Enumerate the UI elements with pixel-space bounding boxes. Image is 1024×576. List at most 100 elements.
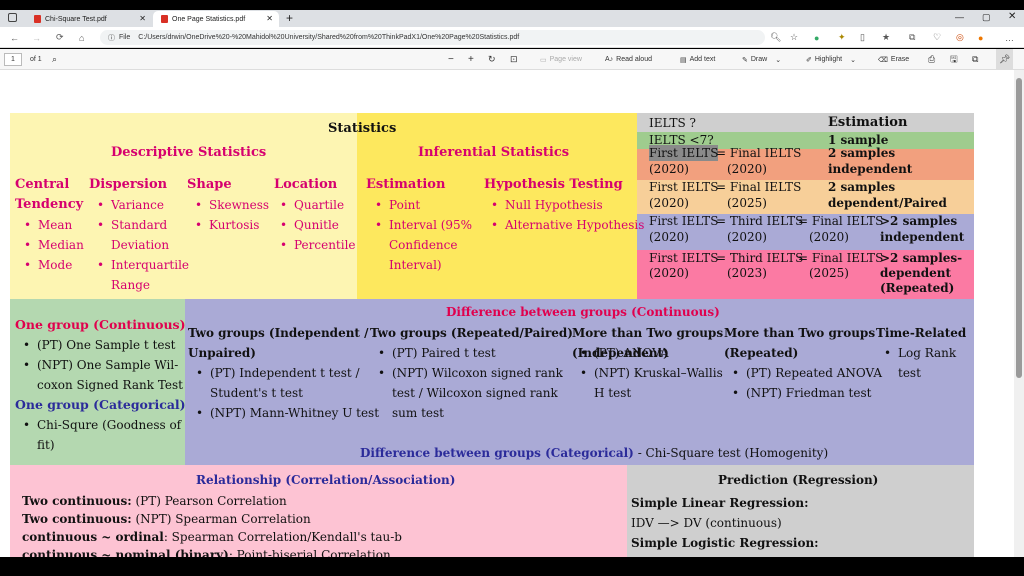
dispersion-item: Range <box>111 275 150 295</box>
file-label: File <box>119 34 131 41</box>
zoom-icon[interactable]: 🔍︎ <box>770 32 782 42</box>
save-icon[interactable]: 🖫︎ <box>950 53 958 64</box>
print-icon[interactable]: ⎙ <box>928 54 936 64</box>
bullet-icon: • <box>24 258 32 272</box>
more-independent-heading-2: (Independent) <box>572 346 669 360</box>
ielts-row-2-final-year: (2020) <box>727 162 767 176</box>
two-independent-item: •(PT) Independent t test / <box>196 363 360 383</box>
draw-label: Draw <box>750 56 768 63</box>
chevron-down-icon: ⌄ <box>775 56 782 64</box>
relationship-row-label: Two continuous: <box>22 494 132 508</box>
tab-title: One Page Statistics.pdf <box>172 15 246 23</box>
dispersion-text: Interquartile <box>111 258 190 272</box>
dispersion-item: • Variance <box>97 195 164 215</box>
maximize-button[interactable]: ▢ <box>982 12 991 22</box>
add-text-button[interactable]: ▤Add text <box>680 49 715 70</box>
save-as-icon[interactable]: ⧉ <box>972 54 979 64</box>
location-heading: Location <box>274 177 338 192</box>
relationship-block <box>10 465 627 557</box>
location-item: •Qunitle <box>280 215 339 235</box>
tab-one-page-statistics[interactable]: One Page Statistics.pdf ✕ <box>153 11 279 27</box>
dispersion-text: Variance <box>111 198 164 212</box>
browser-essentials-icon[interactable]: ♡ <box>933 32 942 42</box>
split-screen-icon[interactable]: ▯ <box>860 32 865 42</box>
window-menu-icon[interactable] <box>8 13 17 22</box>
zoom-in-icon[interactable]: + <box>468 54 474 65</box>
dispersion-item: •Interquartile <box>97 255 190 275</box>
erase-button[interactable]: ⌫Erase <box>878 49 909 70</box>
relationship-row-text: (PT) Pearson Correlation <box>131 494 287 508</box>
ielts-row-5-final: = Final IELTS <box>798 251 884 265</box>
estimation-text: Interval (95% <box>389 218 473 232</box>
ielts-row-4-final-year: (2020) <box>809 230 849 244</box>
home-icon[interactable]: ⌂ <box>79 32 85 43</box>
dispersion-text: Range <box>111 278 150 292</box>
rotate-icon[interactable]: ↻ <box>488 54 496 64</box>
draw-button[interactable]: ✎Draw⌄ <box>742 49 781 70</box>
linear-regression-detail: IDV —> DV (continuous) <box>631 516 782 530</box>
more-repeated-item: •(PT) Repeated ANOVA <box>732 363 882 383</box>
extension-icon[interactable]: ● <box>814 32 820 43</box>
ielts-header: IELTS ? <box>649 116 696 130</box>
bullet-icon: • <box>97 198 105 212</box>
estimation-text: Point <box>389 198 421 212</box>
two-paired-text: test / Wilcoxon signed rank <box>392 386 558 400</box>
copilot-icon[interactable]: ◎ <box>956 32 964 42</box>
page-view-button[interactable]: ▭Page view <box>540 49 582 70</box>
search-icon[interactable]: ⌕ <box>52 54 58 64</box>
ielts-row-3-final: = Final IELTS <box>716 180 802 194</box>
relationship-row: continuous ~ ordinal: Spearman Correlati… <box>22 528 402 546</box>
page-view-icon: ▭ <box>540 56 547 64</box>
more-icon[interactable]: … <box>1005 32 1014 43</box>
tab-title: Chi-Square Test.pdf <box>45 15 107 23</box>
hypothesis-item: •Null Hypothesis <box>491 195 603 215</box>
highlight-button[interactable]: ✐Highlight⌄ <box>806 49 856 70</box>
read-aloud-button[interactable]: A♪Read aloud <box>605 49 652 70</box>
one-group-continuous-text: (PT) One Sample t test <box>37 338 176 352</box>
close-icon[interactable]: ✕ <box>139 14 146 23</box>
forward-icon[interactable]: → <box>32 32 41 43</box>
fit-page-icon[interactable]: ⊡ <box>510 54 518 64</box>
shape-heading: Shape <box>187 177 232 192</box>
tab-chi-square[interactable]: Chi-Square Test.pdf ✕ <box>26 11 152 27</box>
pin-toolbar-icon[interactable]: 📌︎ <box>996 49 1014 70</box>
one-group-categorical-text: fit) <box>37 438 55 452</box>
collections-icon[interactable]: ⧉ <box>909 32 916 42</box>
page-number-input[interactable]: 1 <box>4 53 22 66</box>
new-tab-button[interactable]: + <box>286 11 294 25</box>
shape-text: Skewness <box>209 198 270 212</box>
pdf-viewer: Statistics Descriptive Statistics Centra… <box>0 70 1024 557</box>
pdf-icon <box>34 15 41 23</box>
vertical-scrollbar[interactable] <box>1014 70 1024 557</box>
extension-icon[interactable]: ✦ <box>838 32 846 42</box>
simple-linear-regression: Simple Linear Regression: <box>631 496 809 510</box>
bullet-icon: • <box>378 366 386 380</box>
two-independent-text: Student's t test <box>210 386 303 400</box>
refresh-icon[interactable]: ⟳ <box>56 32 64 42</box>
more-independent-item: •(PT) ANOVA <box>580 343 669 363</box>
favorites-icon[interactable]: ★ <box>882 32 891 42</box>
inferential-block <box>357 113 637 299</box>
bullet-icon: • <box>196 366 204 380</box>
close-icon[interactable]: ✕ <box>266 14 273 23</box>
profile-avatar[interactable]: ● <box>978 32 984 43</box>
minimize-button[interactable]: — <box>955 12 964 22</box>
estimation-text: Interval) <box>389 258 442 272</box>
read-aloud-icon: A♪ <box>605 56 614 63</box>
bullet-icon: • <box>580 346 588 360</box>
location-item: •Percentile <box>280 235 356 255</box>
central-tendency-text: Mean <box>38 218 73 232</box>
zoom-out-icon[interactable]: − <box>448 54 454 65</box>
read-aloud-label: Read aloud <box>616 56 652 63</box>
bullet-icon: • <box>23 358 31 372</box>
scrollbar-thumb[interactable] <box>1016 78 1022 378</box>
back-icon[interactable]: ← <box>10 32 19 43</box>
ielts-row-5-third-year: (2023) <box>727 266 767 280</box>
favorite-icon[interactable]: ☆ <box>790 32 799 42</box>
location-item: •Quartile <box>280 195 344 215</box>
ielts-row-2-first[interactable]: First IELTS <box>649 145 719 161</box>
close-window-button[interactable]: ✕ <box>1008 11 1017 22</box>
one-group-continuous-item: •(PT) One Sample t test <box>23 335 176 355</box>
url-field[interactable]: ⓘ File C:/Users/drwin/OneDrive%20-%20Mah… <box>100 30 765 45</box>
highlight-label: Highlight <box>814 56 843 63</box>
